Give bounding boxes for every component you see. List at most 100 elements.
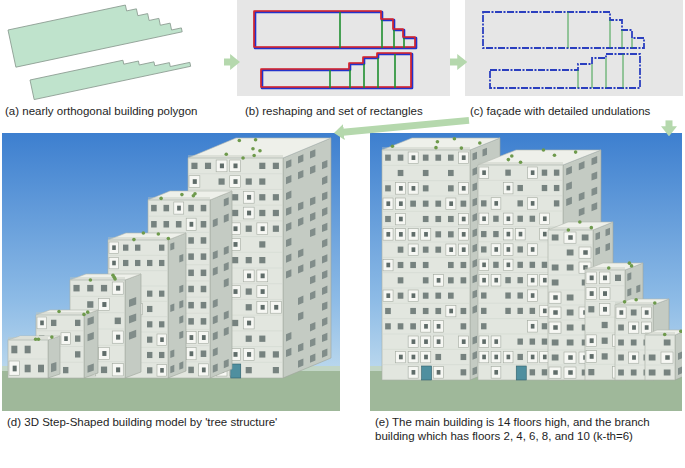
balcony-box (586, 335, 597, 347)
balcony-box (586, 272, 597, 284)
window (448, 231, 454, 237)
window (461, 277, 467, 283)
roof-rail (108, 238, 168, 239)
roof-rail (548, 228, 593, 229)
roof-plant (50, 335, 54, 339)
window (531, 278, 535, 283)
balcony-box (99, 347, 110, 359)
side-window (129, 330, 136, 340)
roof-plant (251, 147, 255, 151)
window (588, 369, 594, 375)
balcony-box (189, 176, 200, 188)
side-window (298, 154, 303, 163)
balcony-box (396, 213, 406, 225)
facade-outline (483, 12, 644, 48)
balcony-box (243, 270, 254, 282)
window (435, 293, 441, 299)
window (412, 232, 416, 237)
window (568, 370, 573, 375)
flow-arrow (666, 120, 673, 127)
side-window (592, 156, 598, 165)
balcony-box (383, 290, 393, 302)
balcony-box (528, 351, 538, 363)
window (116, 367, 120, 372)
building-polygon (30, 47, 191, 100)
window (582, 235, 589, 241)
window (554, 200, 559, 206)
side-window (322, 254, 327, 263)
window (25, 365, 31, 373)
red-outline (254, 11, 415, 47)
side-window (322, 270, 327, 279)
floor-line (478, 165, 563, 166)
window (553, 325, 558, 330)
block-roof (70, 274, 141, 280)
window (188, 237, 194, 243)
window (590, 338, 594, 343)
window (507, 186, 511, 191)
window (246, 226, 252, 232)
window (410, 323, 416, 329)
side-window (322, 207, 327, 216)
rectangle-divider (403, 38, 405, 48)
window (233, 289, 237, 294)
roof-plant (252, 154, 256, 158)
balcony-box (579, 247, 591, 258)
flow-arrow (224, 59, 231, 66)
balcony-box (112, 282, 123, 294)
window (435, 247, 441, 253)
window (75, 335, 80, 341)
side-window (322, 301, 327, 310)
window (398, 170, 404, 176)
panel-image-area (2, 0, 224, 104)
window (259, 178, 265, 184)
side-window (592, 202, 598, 211)
balcony-box (109, 257, 119, 269)
window (385, 323, 391, 329)
side-window (473, 259, 478, 268)
roof-plant (89, 278, 93, 282)
side-window (224, 246, 229, 255)
window (410, 201, 416, 207)
roof-plant (34, 337, 38, 341)
window (507, 263, 511, 268)
window (273, 367, 279, 373)
window (412, 186, 416, 191)
window (191, 163, 197, 169)
balcony-box (458, 183, 468, 195)
balcony-box (479, 336, 489, 348)
window (494, 370, 498, 375)
floor-line (70, 296, 125, 297)
window (273, 226, 279, 232)
balcony-box (421, 336, 431, 348)
window (201, 221, 207, 227)
window (164, 221, 170, 227)
window (568, 355, 573, 360)
roof-plant (634, 298, 638, 302)
side-window (213, 218, 218, 227)
window (531, 324, 535, 329)
window (147, 367, 152, 373)
window (159, 260, 164, 266)
window (386, 263, 390, 268)
window (233, 352, 237, 357)
window (615, 275, 621, 281)
window (553, 310, 558, 315)
window (159, 291, 164, 297)
side-window (213, 364, 218, 373)
window (159, 352, 164, 358)
window (481, 200, 486, 206)
floor-line (382, 242, 470, 243)
window (603, 307, 607, 312)
window (261, 305, 265, 310)
floor-line (382, 272, 470, 273)
floor-line (382, 196, 470, 197)
window (531, 201, 535, 206)
side-window (129, 297, 136, 307)
floor-line (615, 305, 653, 306)
window (461, 262, 467, 268)
rectangle-divider (329, 70, 331, 88)
window (75, 320, 80, 326)
side-window (179, 254, 183, 263)
